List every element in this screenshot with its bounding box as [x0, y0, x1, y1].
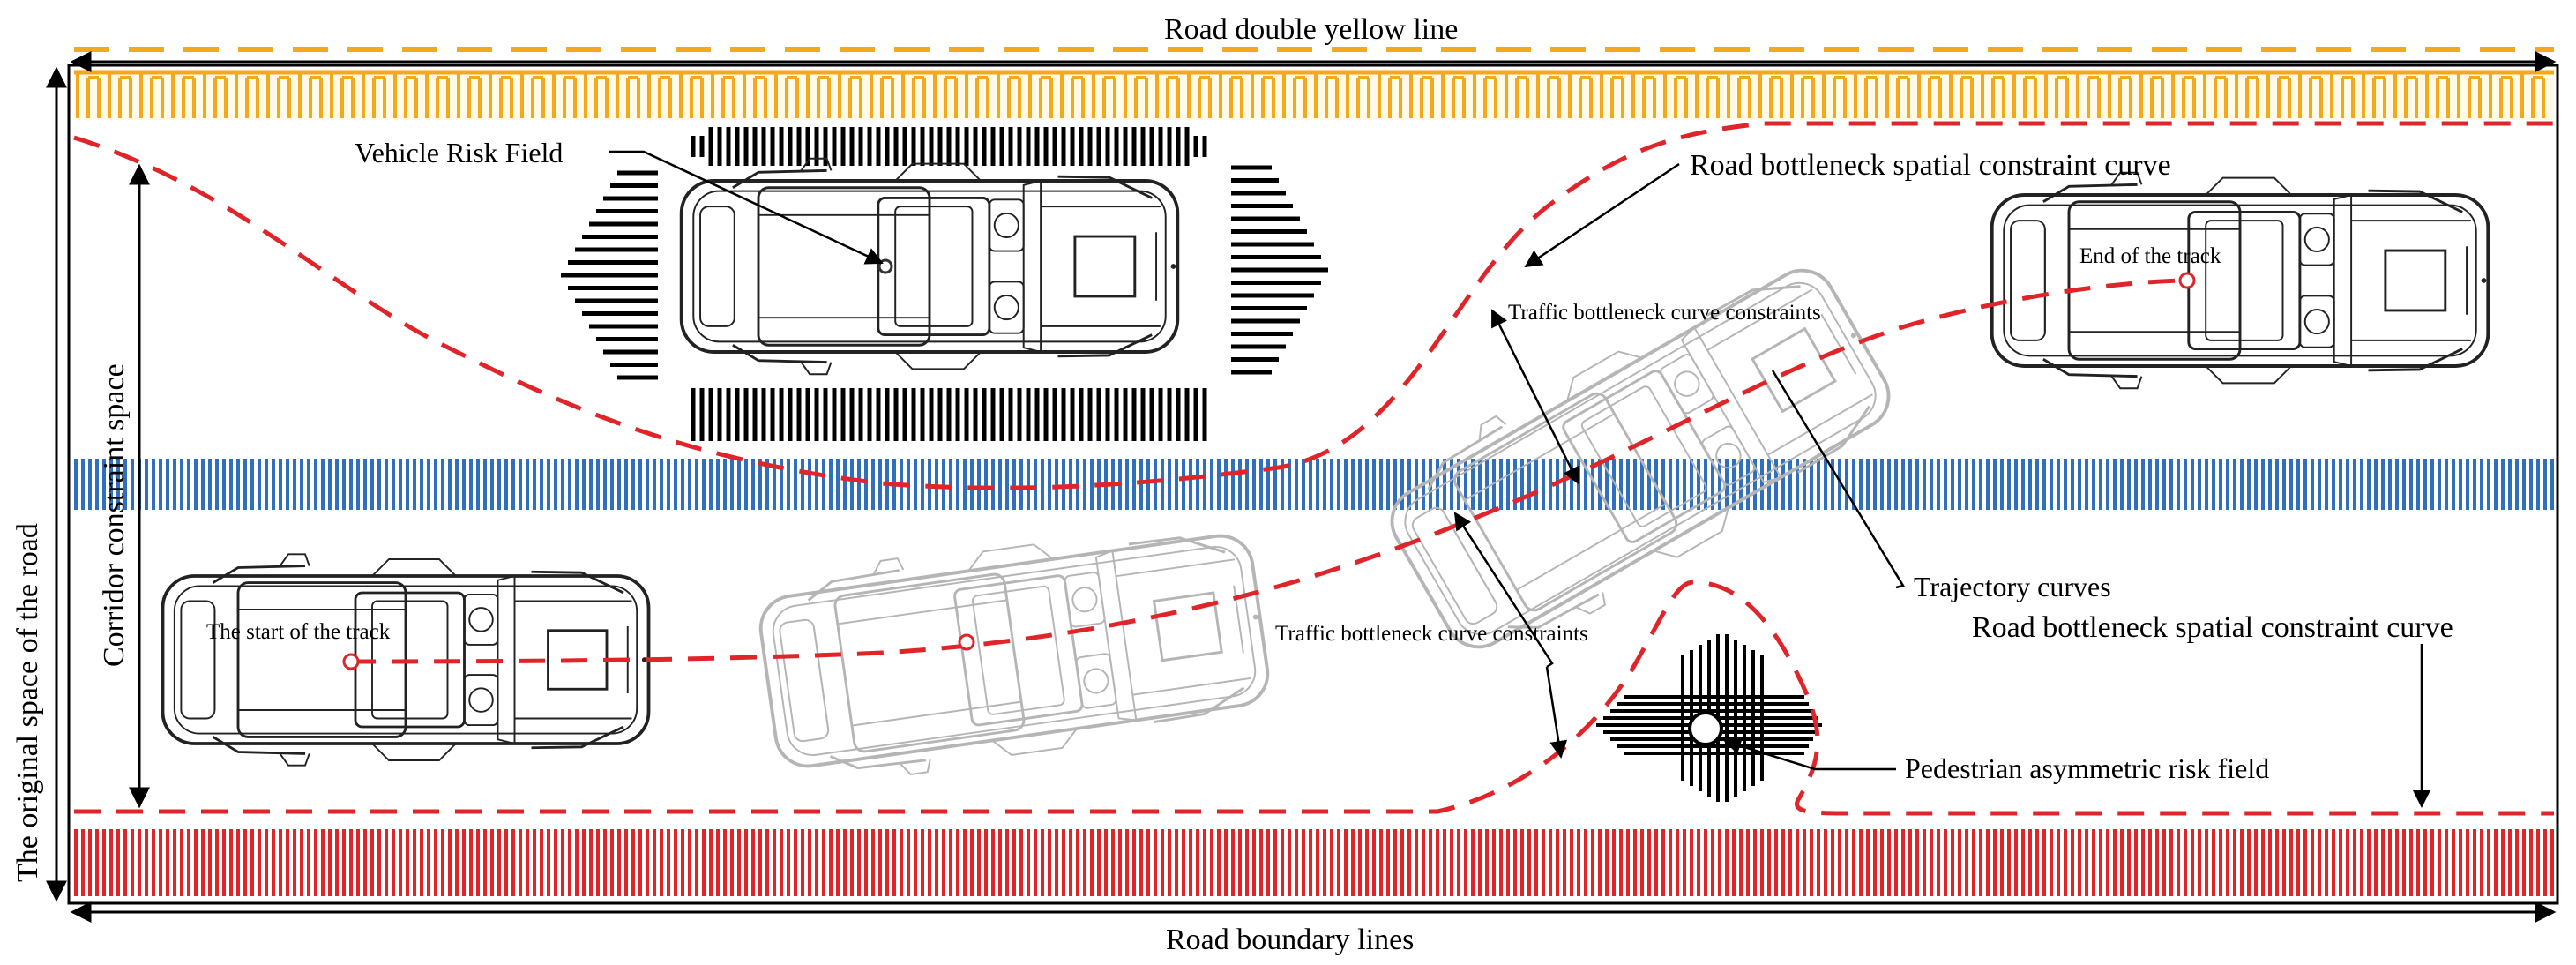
- pedestrian-icon: [1688, 711, 1723, 746]
- pedestrian-risk-field: [1596, 634, 1822, 802]
- label-road-boundary-lines: Road boundary lines: [1166, 924, 1414, 956]
- road-bottleneck-lower-curve: [74, 580, 2554, 816]
- road-double-yellow-line: [74, 47, 2554, 120]
- constraint-curves: [73, 121, 2554, 816]
- label-bottleneck-lower: Road bottleneck spatial constraint curve: [1972, 611, 2453, 644]
- car-end: [1990, 170, 2490, 391]
- pedestrian-leader: [1723, 737, 1896, 771]
- risk-stripes-horizontal: [561, 165, 1328, 380]
- yellow-hatch: [76, 72, 2545, 118]
- label-corridor: Corridor constraint space: [98, 363, 131, 667]
- trajectory-leader: [1771, 370, 1905, 589]
- track-end-point: [2178, 272, 2196, 289]
- label-road-double-yellow-line: Road double yellow line: [1164, 13, 1458, 46]
- vehicle-risk-field: [561, 127, 1328, 441]
- red-hatch: [74, 829, 2554, 896]
- trajectory-curve: [348, 278, 2183, 664]
- lane-divider-blue: [74, 459, 2554, 510]
- car-ghost-middle: [751, 507, 1277, 795]
- label-pedestrian-risk: Pedestrian asymmetric risk field: [1905, 752, 2269, 784]
- traffic-lower-arrow: [1453, 512, 1554, 669]
- label-vehicle-risk-field: Vehicle Risk Field: [355, 137, 563, 168]
- road-bottleneck-upper-curve: [73, 121, 2554, 490]
- traffic-upper-arrow: [1490, 309, 1580, 485]
- track-mid-point: [958, 633, 975, 651]
- vehicle-risk-leader: [609, 150, 884, 265]
- track-start-point: [342, 653, 360, 670]
- label-track-end: End of the track: [2079, 244, 2221, 268]
- label-original-space: The original space of the road: [11, 523, 44, 882]
- label-track-start: The start of the track: [206, 620, 391, 644]
- road-boundary-red: [74, 829, 2554, 896]
- risk-stripes-vertical: [691, 127, 1207, 441]
- label-trajectory-curves: Trajectory curves: [1914, 571, 2111, 602]
- blue-hatch: [74, 459, 2554, 510]
- label-traffic-lower: Traffic bottleneck curve constraints: [1275, 622, 1588, 646]
- label-bottleneck-upper: Road bottleneck spatial constraint curve: [1690, 149, 2171, 182]
- leader-lines: [609, 150, 2430, 808]
- bottleneck-upper-leader: [1524, 162, 1680, 268]
- label-traffic-upper: Traffic bottleneck curve constraints: [1508, 301, 1821, 325]
- traffic-lower-arrow-down: [1545, 666, 1568, 759]
- car-risk-field: [679, 156, 1180, 377]
